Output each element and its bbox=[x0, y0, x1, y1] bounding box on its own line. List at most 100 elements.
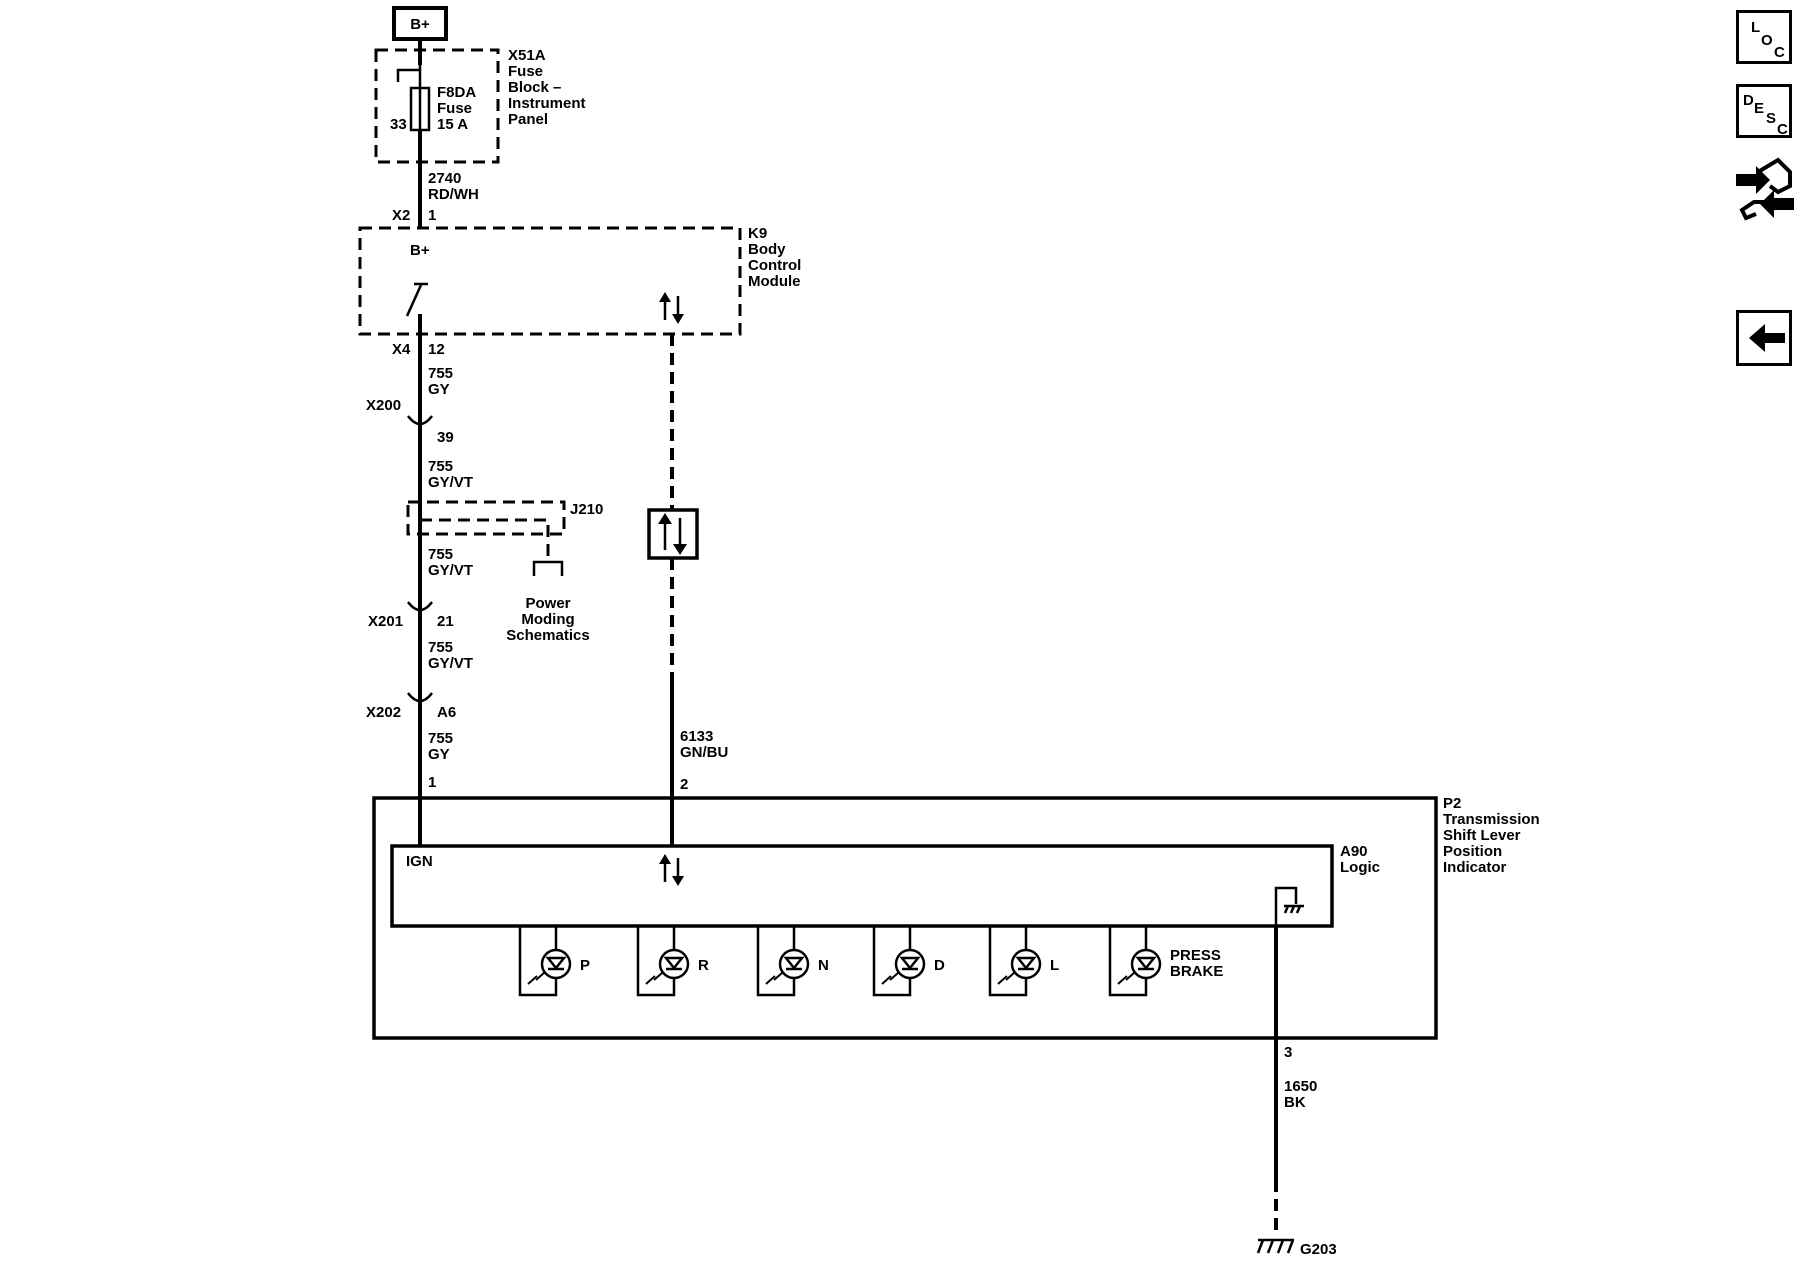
wire-2740-label: 2740 RD/WH bbox=[428, 170, 479, 203]
indicator-lamp-r: R bbox=[636, 926, 709, 997]
indicator-lamp-n: N bbox=[756, 926, 829, 997]
power-moding-ref-bracket bbox=[532, 560, 564, 576]
p2-label: P2 Transmission Shift Lever Position Ind… bbox=[1443, 795, 1540, 876]
bcm-switch-symbol bbox=[405, 282, 428, 317]
svg-text:GY/VT: GY/VT bbox=[428, 655, 473, 672]
svg-text:X51A: X51A bbox=[508, 47, 546, 64]
svg-text:O: O bbox=[1761, 32, 1773, 49]
loc-button[interactable]: L O C bbox=[1736, 10, 1792, 64]
svg-text:755: 755 bbox=[428, 546, 453, 563]
connector-x4-label: X4 bbox=[392, 341, 411, 358]
connector-handshake-icon bbox=[1736, 157, 1794, 221]
indicator-label: P bbox=[580, 957, 590, 974]
svg-text:E: E bbox=[1754, 100, 1764, 117]
serial-data-box-arrows bbox=[658, 513, 687, 555]
bcm-outline bbox=[358, 226, 742, 336]
wire-755-gyvt-label-b: 755 GY/VT bbox=[428, 458, 473, 491]
svg-text:Control: Control bbox=[748, 257, 801, 274]
svg-text:Position: Position bbox=[1443, 843, 1502, 860]
indicator-lamp-l: L bbox=[988, 926, 1059, 997]
bcm-data-arrows-icon bbox=[659, 292, 684, 324]
svg-text:RD/WH: RD/WH bbox=[428, 186, 479, 203]
power-moding-label: Power Moding Schematics bbox=[506, 595, 589, 644]
wire-1650-label: 1650 BK bbox=[1284, 1078, 1317, 1111]
svg-text:Indicator: Indicator bbox=[1443, 859, 1507, 876]
indicator-label: N bbox=[818, 957, 829, 974]
svg-text:GY/VT: GY/VT bbox=[428, 474, 473, 491]
splice-j210-outline bbox=[406, 500, 566, 536]
svg-text:Schematics: Schematics bbox=[506, 627, 589, 644]
svg-text:P2: P2 bbox=[1443, 795, 1461, 812]
svg-text:Body: Body bbox=[748, 241, 786, 258]
pin-x202-label: A6 bbox=[437, 704, 456, 721]
connector-x200-symbol bbox=[407, 415, 433, 426]
ground-g203-symbol bbox=[1256, 1238, 1295, 1254]
svg-text:GY/VT: GY/VT bbox=[428, 562, 473, 579]
svg-text:Power: Power bbox=[525, 595, 570, 612]
svg-text:K9: K9 bbox=[748, 225, 767, 242]
bcm-label: K9 Body Control Module bbox=[748, 225, 801, 290]
svg-text:Transmission: Transmission bbox=[1443, 811, 1540, 828]
fuse-terminal-hook bbox=[396, 68, 420, 82]
power-source: B+ bbox=[392, 6, 448, 41]
splice-j210-branch bbox=[420, 518, 550, 560]
pin-x4-12-label: 12 bbox=[428, 341, 445, 358]
serial-data-box-icon bbox=[647, 508, 699, 560]
wire-755-gyvt-label-d: 755 GY/VT bbox=[428, 639, 473, 672]
a90-ground-symbol bbox=[1274, 886, 1304, 926]
indicator-label: R bbox=[698, 957, 709, 974]
svg-text:755: 755 bbox=[428, 365, 453, 382]
svg-text:Panel: Panel bbox=[508, 111, 548, 128]
indicator-label: L bbox=[1050, 957, 1059, 974]
ign-input-label: IGN bbox=[406, 853, 433, 870]
a90-data-arrows-icon bbox=[659, 854, 684, 886]
indicator-label: PRESS bbox=[1170, 947, 1221, 964]
fuse-block-label: X51A Fuse Block – Instrument Panel bbox=[508, 47, 586, 128]
svg-text:Instrument: Instrument bbox=[508, 95, 586, 112]
svg-text:B+: B+ bbox=[410, 16, 430, 33]
svg-text:755: 755 bbox=[428, 730, 453, 747]
desc-icon: D E S C bbox=[1743, 92, 1788, 138]
svg-text:GY: GY bbox=[428, 381, 450, 398]
svg-text:755: 755 bbox=[428, 458, 453, 475]
pin-p2-1-label: 1 bbox=[428, 774, 436, 791]
svg-text:1650: 1650 bbox=[1284, 1078, 1317, 1095]
ground-g203-label: G203 bbox=[1300, 1241, 1337, 1258]
pin-p2-3-label: 3 bbox=[1284, 1044, 1292, 1061]
splice-j210-label: J210 bbox=[570, 501, 603, 518]
svg-text:Fuse: Fuse bbox=[437, 100, 472, 117]
svg-text:Shift Lever: Shift Lever bbox=[1443, 827, 1521, 844]
svg-text:Logic: Logic bbox=[1340, 859, 1380, 876]
svg-text:Moding: Moding bbox=[521, 611, 574, 628]
connector-views-button[interactable] bbox=[1734, 152, 1796, 224]
svg-text:F8DA: F8DA bbox=[437, 84, 476, 101]
svg-text:755: 755 bbox=[428, 639, 453, 656]
svg-text:L: L bbox=[1751, 19, 1760, 36]
wire-755-gyvt-label-c: 755 GY/VT bbox=[428, 546, 473, 579]
connector-x202-symbol bbox=[407, 692, 433, 703]
indicator-label-line2: BRAKE bbox=[1170, 963, 1223, 980]
wire-755-gy-label-a: 755 GY bbox=[428, 365, 453, 398]
svg-text:A90: A90 bbox=[1340, 843, 1368, 860]
fuse-pin-label: 33 bbox=[390, 116, 407, 133]
fuse-label: F8DA Fuse 15 A bbox=[437, 84, 476, 133]
svg-text:Fuse: Fuse bbox=[508, 63, 543, 80]
svg-text:Block –: Block – bbox=[508, 79, 561, 96]
connector-x202-label: X202 bbox=[366, 704, 401, 721]
svg-text:15 A: 15 A bbox=[437, 116, 468, 133]
svg-text:C: C bbox=[1777, 121, 1788, 138]
svg-text:2740: 2740 bbox=[428, 170, 461, 187]
desc-button[interactable]: D E S C bbox=[1736, 84, 1792, 138]
svg-text:BK: BK bbox=[1284, 1094, 1306, 1111]
svg-text:D: D bbox=[1743, 92, 1754, 109]
wire-755-gy-label-e: 755 GY bbox=[428, 730, 453, 763]
back-button[interactable] bbox=[1736, 310, 1792, 366]
wire-6133-label: 6133 GN/BU bbox=[680, 728, 728, 761]
bcm-bplus-label: B+ bbox=[410, 242, 430, 259]
connector-x201-symbol bbox=[407, 601, 433, 612]
svg-text:6133: 6133 bbox=[680, 728, 713, 745]
svg-text:C: C bbox=[1774, 44, 1785, 61]
indicator-label: D bbox=[934, 957, 945, 974]
